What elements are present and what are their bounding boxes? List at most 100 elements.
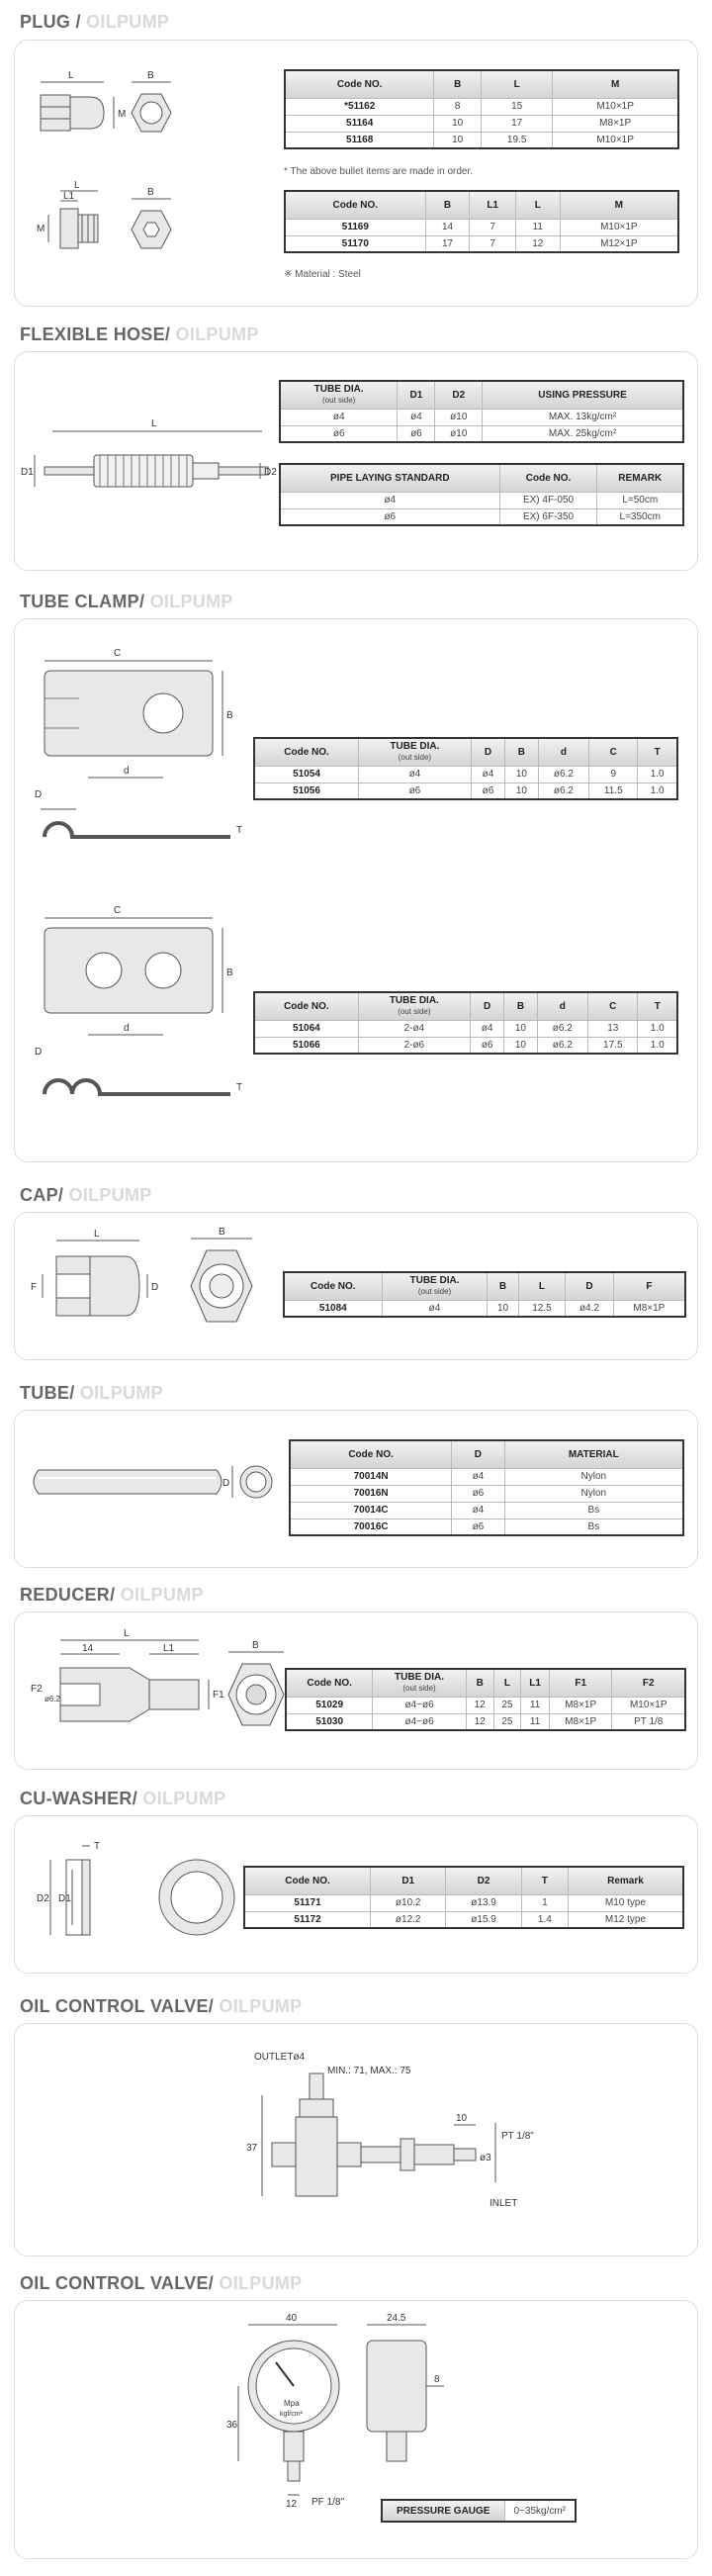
washer-section-title: CU-WASHER/ OILPUMP [20,1789,226,1808]
th: M [559,190,679,220]
th: B [424,190,471,220]
hose-section-title: FLEXIBLE HOSE/ OILPUMP [20,324,259,344]
cell: 0~35kg/cm² [503,2499,577,2523]
th: T [637,991,678,1021]
clamp1-label-d-small: d [124,766,130,777]
valve-label-minmax: MIN.: 71, MAX.: 75 [327,2066,411,2076]
clamp1-label-b: B [226,710,233,721]
cell: ø10 [434,424,484,443]
cell: ø10 [434,408,484,426]
cell: 70014C [289,1501,453,1519]
valve-label-phi3: ø3 [480,2153,491,2163]
gauge-label-mpa: Mpa [284,2399,300,2408]
cell: ø6 [451,1484,505,1503]
gauge-table: PRESSURE GAUGE 0~35kg/cm² [381,2499,577,2523]
hose-label-l: L [151,418,157,429]
th: D [469,991,505,1021]
cell: ø4 [397,408,436,426]
tube-drawing: D [33,1465,273,1499]
cell: 7 [469,234,516,253]
gauge-label-8: 8 [434,2374,440,2385]
cell: 51056 [253,782,360,800]
cell: 14 [424,218,471,236]
cell: ø6 [470,782,506,800]
cell: 51169 [284,218,426,236]
th: B [504,737,539,767]
gauge-drawing: 40 Mpa kgf/cm² 36 12 PF 1/8" 24.5 8 [226,2313,444,2510]
cell: 12 [514,234,561,253]
cell: ø4 [451,1501,505,1519]
reducer-panel: L 14 L1 F2 ø6.2 F1 B [14,1611,698,1770]
cell: 25 [492,1712,522,1731]
th: Code NO. [253,737,360,767]
clamp-drawing-1: C B d D T [35,648,242,839]
cell: PT 1/8 [611,1712,686,1731]
cell: M10×1P [611,1696,686,1714]
cell: ø12.2 [370,1910,447,1929]
cell: 9 [588,765,639,783]
cell: 70014N [289,1467,453,1486]
cell: ø15.9 [445,1910,522,1929]
cell: 1.0 [637,1036,678,1055]
th: Code NO. [498,463,598,493]
cell: 2-ø4 [357,1019,471,1038]
reducer-label-l1: L1 [163,1643,175,1654]
th: D [565,1271,614,1301]
reducer-label-f2: F2 [31,1684,43,1695]
washer-label-d2: D2 [37,1893,49,1904]
valve-panel: OUTLETø4 MIN.: 71, MAX.: 75 37 10 PT 1/8… [14,2023,698,2256]
cell: ø10.2 [370,1893,447,1912]
cell: ø4 [279,491,500,509]
valve-label-inlet: INLET [490,2198,517,2209]
th: T [637,737,678,767]
cell: M8×1P [548,1696,613,1714]
th: F1 [548,1668,613,1698]
th: L [481,69,554,99]
cell: 2-ø6 [357,1036,471,1055]
th: Code NO. [284,190,426,220]
th: D1 [397,380,436,410]
cell: M12 type [567,1910,684,1929]
th: MATERIAL [503,1439,684,1469]
cell: Nylon [503,1484,684,1503]
tube-label-d: D [222,1478,229,1489]
cell: ø6.2 [536,1019,589,1038]
cell: 19.5 [481,131,554,149]
valve-drawing: OUTLETø4 MIN.: 71, MAX.: 75 37 10 PT 1/8… [246,2052,534,2209]
cap-label-f: F [31,1282,37,1293]
th: TUBE DIA.(out side) [358,737,472,767]
cell: Nylon [503,1467,684,1486]
plug-section-title: PLUG / OILPUMP [20,12,170,32]
plug2-label-b: B [147,187,154,198]
th: D1 [370,1866,447,1895]
washer-label-d1: D1 [58,1893,71,1904]
table-row: PRESSURE GAUGE 0~35kg/cm² [381,2499,577,2523]
reducer-drawing: L 14 L1 F2 ø6.2 F1 B [31,1628,285,1726]
th: USING PRESSURE [482,380,684,410]
plug-drawing-1: L M B [40,70,172,133]
th: D2 [445,1866,522,1895]
th: L1 [520,1668,550,1698]
gauge-label-40: 40 [286,2313,298,2324]
th: F2 [611,1668,686,1698]
cell: 51170 [284,234,426,253]
cell: M8×1P [612,1299,686,1318]
th: M [552,69,679,99]
hose-label-d2: D2 [264,467,277,478]
cell: ø4.2 [565,1299,614,1318]
cell: EX) 4F-050 [498,491,598,509]
cell: ø6 [279,507,500,526]
cell: 10 [503,1019,538,1038]
cell: 51164 [284,114,435,133]
cell: 10 [487,1299,519,1318]
cell: ø6 [358,782,472,800]
